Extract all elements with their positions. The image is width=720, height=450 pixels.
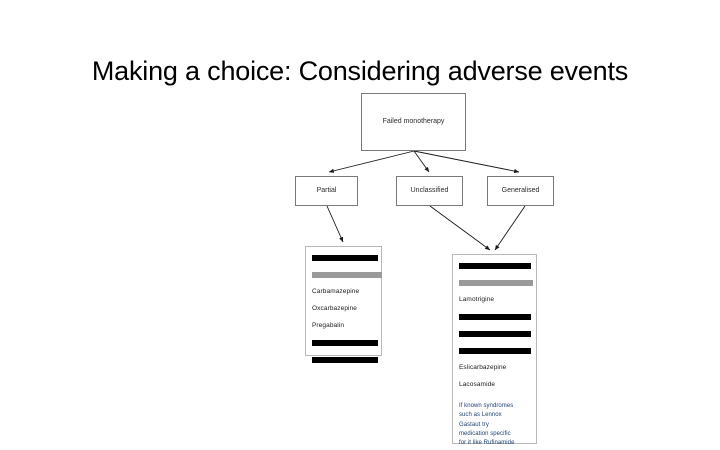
- list-item: [312, 252, 378, 263]
- medication-panel-partial: Carbamazepine Oxcarbazepine Pregabalin: [305, 246, 382, 363]
- connector-root-to-generalised: [413, 150, 520, 174]
- list-item: [459, 345, 531, 356]
- medication-label: Lacosamide: [459, 381, 496, 388]
- medication-panel-generalised: Lamotrigine Eslicarbazepine Lacosamide I…: [452, 254, 537, 446]
- connector-root-to-unclassified: [413, 150, 430, 173]
- list-item: Lacosamide: [459, 379, 530, 390]
- flow-box-partial: Partial: [295, 176, 358, 206]
- flow-box-label: Failed monotherapy: [382, 118, 445, 126]
- list-item: [312, 354, 378, 365]
- flow-box-label: Generalised: [501, 187, 540, 195]
- connector-root-to-partial: [328, 150, 415, 173]
- connector-generalised-to-generalised-meds: [494, 205, 526, 251]
- list-item: [459, 328, 531, 339]
- medication-label: Eslicarbazepine: [459, 364, 507, 371]
- flow-box-generalised: Generalised: [487, 176, 554, 206]
- list-item: [459, 311, 531, 322]
- flow-box-failed-monotherapy: Failed monotherapy: [361, 93, 466, 151]
- medication-label: Carbamazepine: [312, 288, 360, 295]
- flow-box-label: Partial: [316, 187, 337, 195]
- medication-label: Lamotrigine: [459, 296, 495, 303]
- page-title: Making a choice: Considering adverse eve…: [91, 56, 629, 87]
- syndrome-note: If known syndromes such as Lennox Gastau…: [459, 403, 515, 447]
- connector-unclassified-to-generalised-meds: [429, 205, 491, 251]
- list-item: Carbamazepine: [312, 286, 375, 297]
- list-item: [459, 260, 531, 271]
- connector-partial-to-partial-meds: [326, 205, 344, 243]
- medication-label: Pregabalin: [312, 322, 345, 329]
- list-item: [312, 269, 382, 280]
- flow-box-label: Unclassified: [410, 187, 449, 195]
- list-item: Pregabalin: [312, 320, 375, 331]
- list-item: Lamotrigine: [459, 294, 530, 305]
- list-item: [459, 277, 533, 288]
- list-item: Eslicarbazepine: [459, 362, 530, 373]
- medication-label: Oxcarbazepine: [312, 305, 358, 312]
- flow-box-unclassified: Unclassified: [396, 176, 463, 206]
- list-item: Oxcarbazepine: [312, 303, 375, 314]
- list-item: [312, 337, 378, 348]
